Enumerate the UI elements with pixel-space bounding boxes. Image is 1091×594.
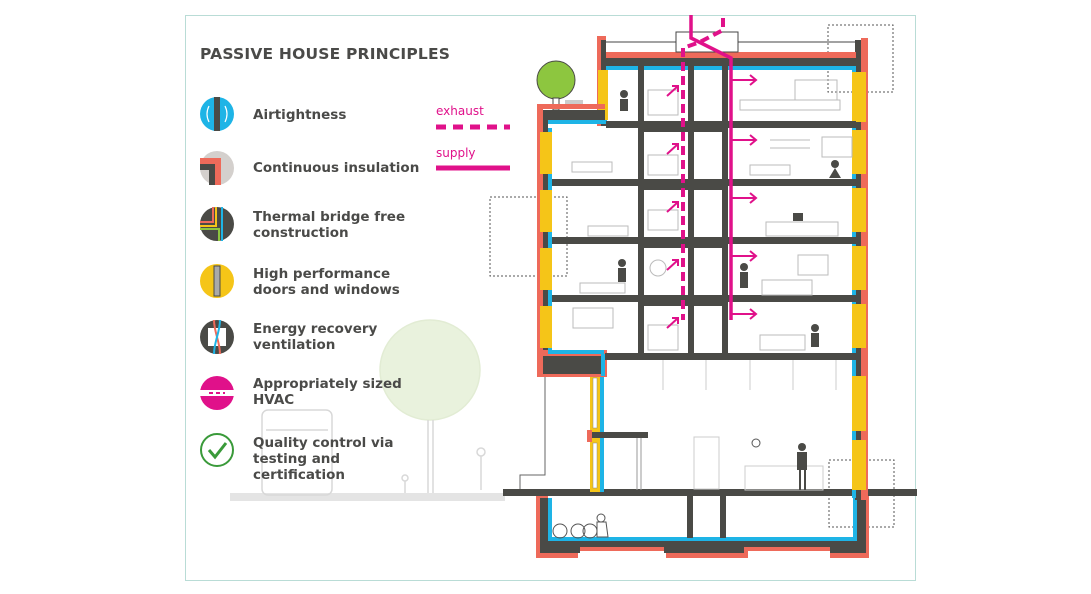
principle-hvac: Appropriately sized HVAC [253,376,402,408]
erv-unit [675,31,739,53]
right-wall [852,38,868,500]
airtightness-icon [200,97,234,131]
principle-thermal-bridge-free: Thermal bridge free construction [253,209,406,241]
bicycles-icon [552,513,609,539]
diagram-frame [185,15,916,581]
ground-slab [503,489,917,496]
exhaust-duct [681,18,725,320]
apartment-furniture [571,79,853,351]
window-icon [200,264,234,298]
principle-energy-recovery: Energy recovery ventilation [253,321,378,353]
supply-duct [689,15,733,320]
principle-quality-control: Quality control via testing and certific… [253,435,394,483]
left-wall [537,104,607,377]
ground-floor-walls [587,360,837,492]
supply-arrows [731,74,758,320]
street-scenery [230,319,505,501]
checkmark-icon [200,433,234,467]
legend-supply-label: supply [436,146,476,160]
tree-icon [536,60,583,111]
principle-continuous-insulation: Continuous insulation [253,160,420,176]
ventilation-icon [200,319,234,355]
basement [536,496,869,558]
hvac-icon [200,376,234,410]
insulation-icon [200,151,234,185]
diagram-title: PASSIVE HOUSE PRINCIPLES [200,45,451,63]
exhaust-arrows [666,85,679,329]
people-icons [618,90,841,347]
principle-airtightness: Airtightness [253,107,347,123]
principle-doors-windows: High performance doors and windows [253,266,400,298]
thermal-bridge-icon [200,207,234,241]
legend-exhaust-label: exhaust [436,104,484,118]
